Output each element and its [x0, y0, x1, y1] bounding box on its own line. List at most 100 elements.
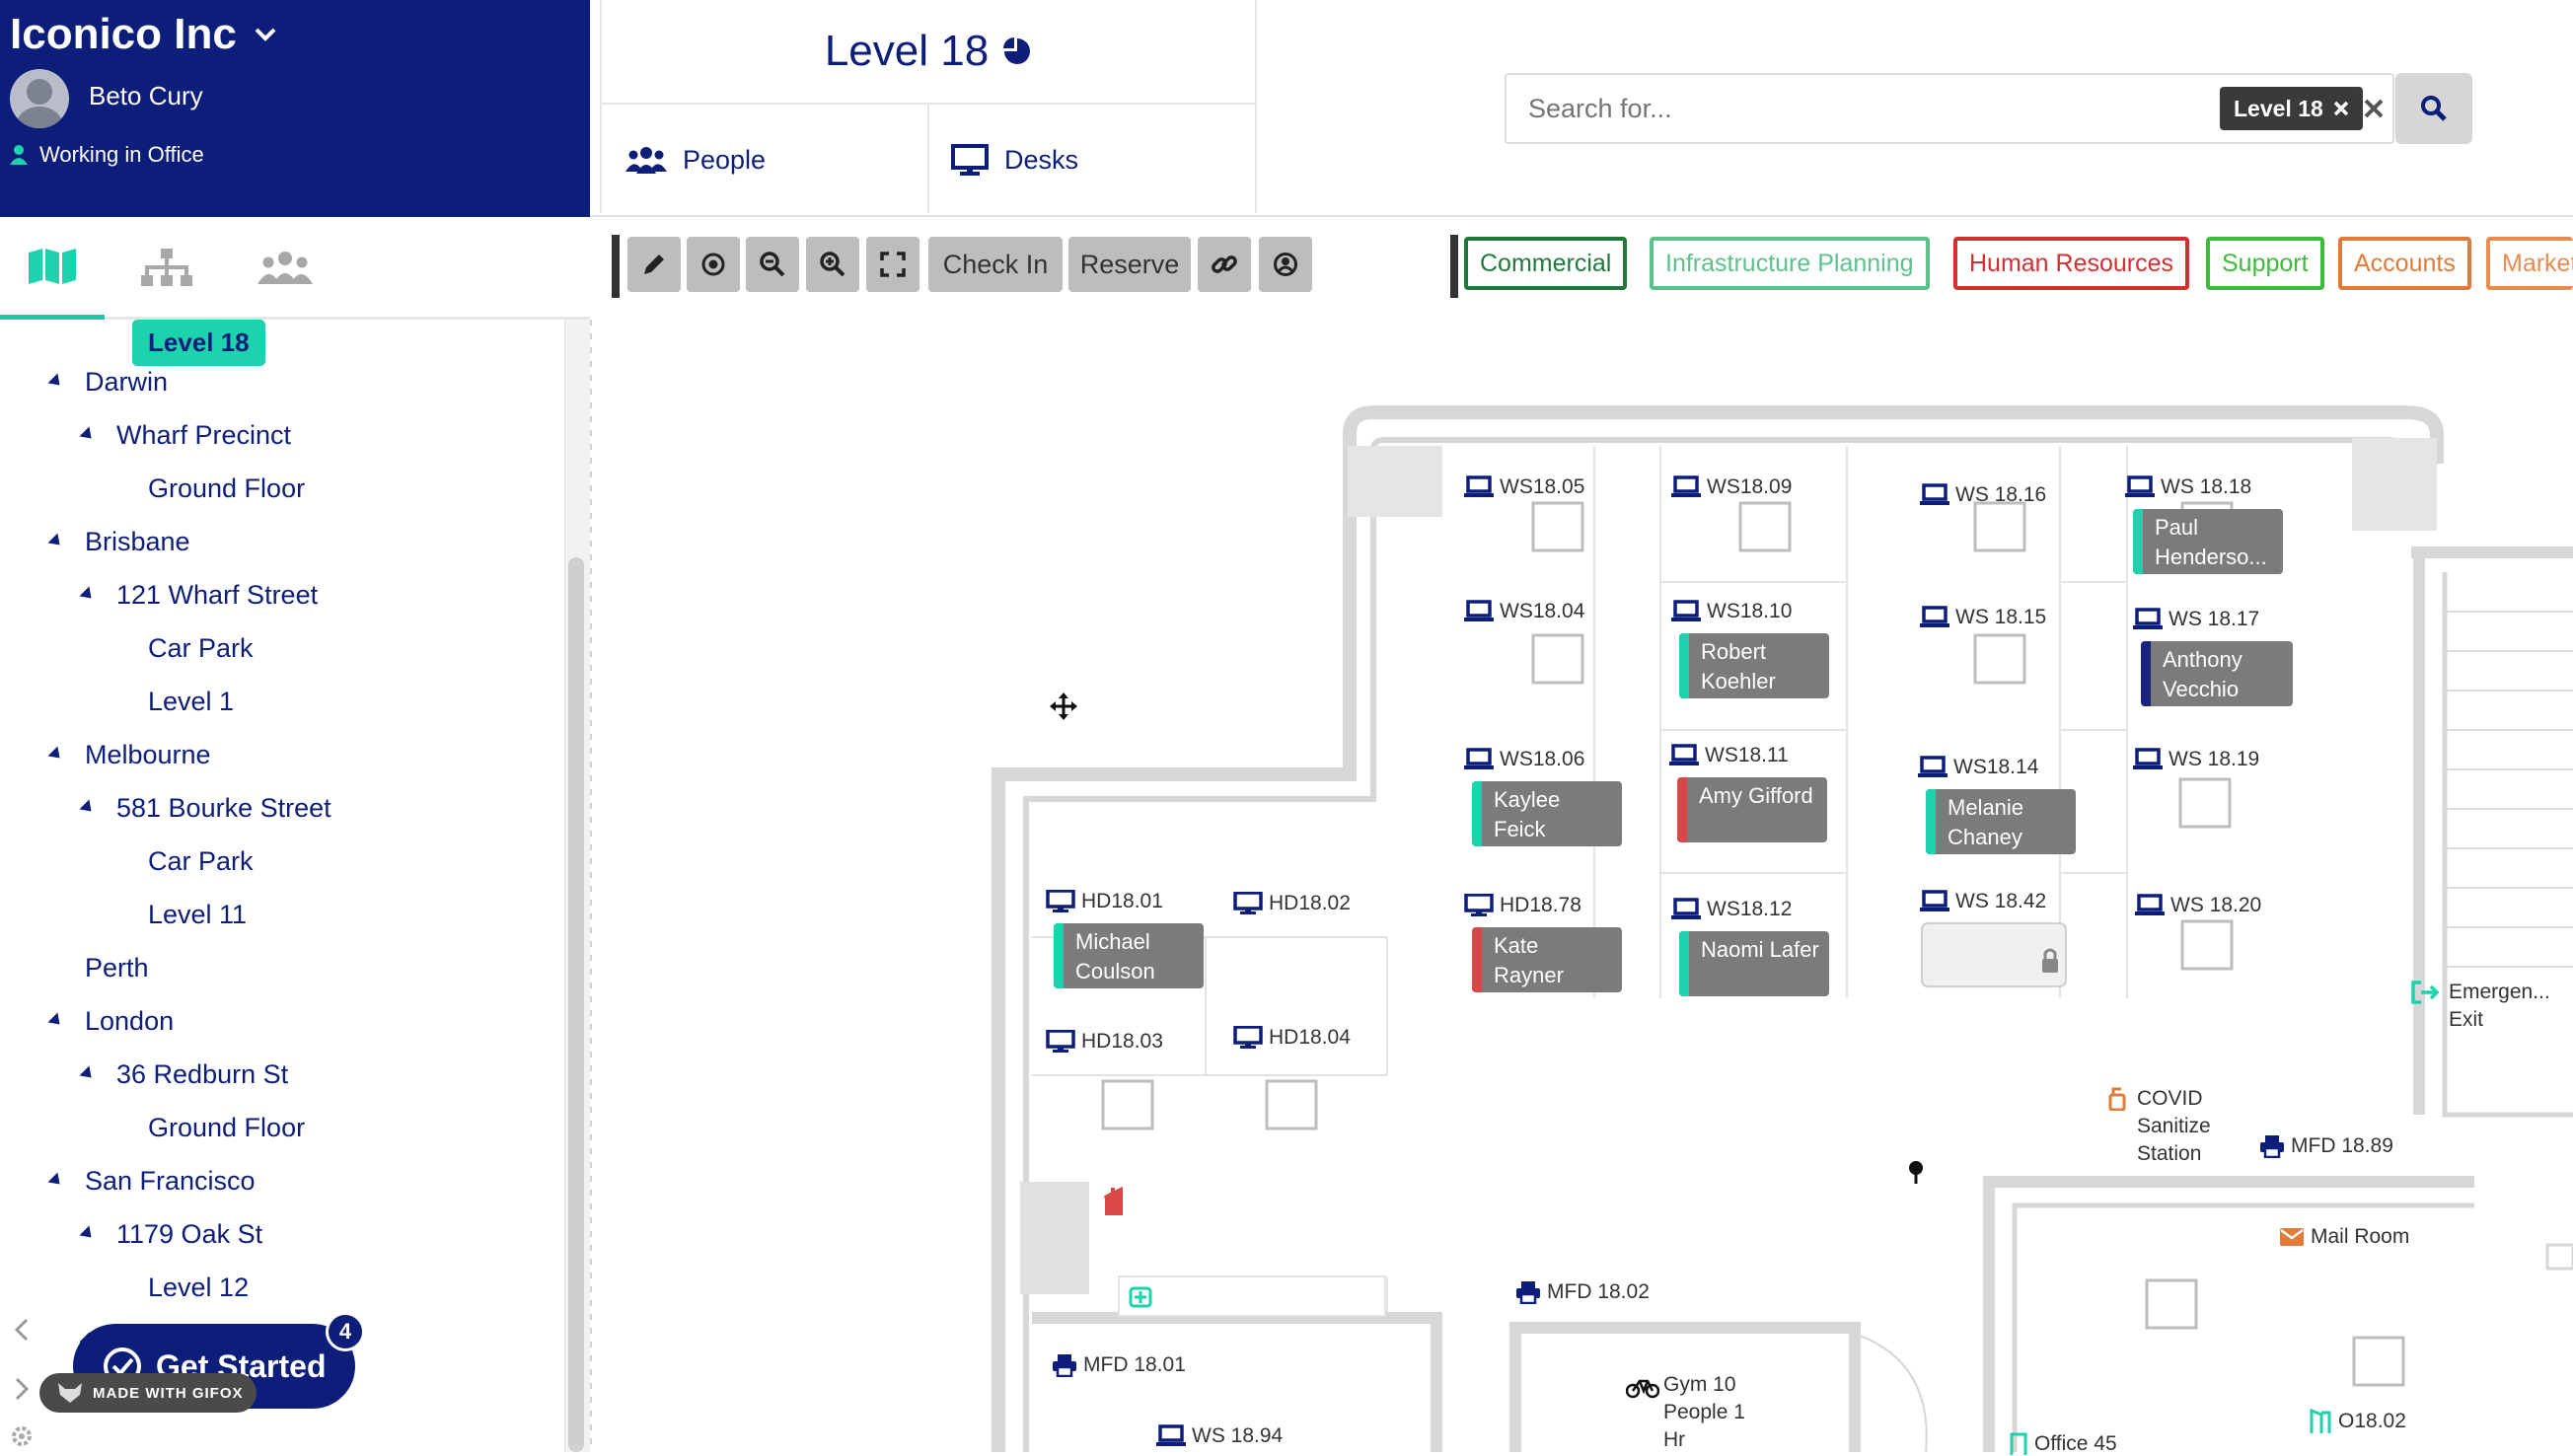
desk-label[interactable]: WS18.04: [1464, 600, 1584, 623]
tree-selected-level[interactable]: Level 18: [132, 320, 265, 366]
desk-label[interactable]: WS18.12: [1671, 898, 1792, 921]
dept-filter[interactable]: Human Resources: [1953, 237, 2190, 290]
person-card[interactable]: Naomi Lafer: [1679, 931, 1829, 996]
reserve-button[interactable]: Reserve: [1068, 237, 1191, 292]
dept-filter[interactable]: Infrastructure Planning: [1650, 237, 1930, 290]
desk-label[interactable]: HD18.03: [1046, 1030, 1163, 1054]
fullscreen-button[interactable]: [866, 237, 919, 292]
check-in-button[interactable]: Check In: [928, 237, 1063, 292]
expand-caret-icon[interactable]: [79, 1065, 97, 1083]
office-o1802[interactable]: O18.02: [2309, 1409, 2406, 1434]
person-card[interactable]: Amy Gifford: [1677, 777, 1827, 842]
tree-item[interactable]: Level 1: [0, 687, 552, 722]
expand-caret-icon[interactable]: [79, 799, 97, 817]
desk-label[interactable]: WS18.14: [1918, 756, 2038, 779]
chevron-left-icon[interactable]: [14, 1318, 30, 1342]
dept-filter[interactable]: Commercial: [1464, 237, 1628, 290]
zoom-out-button[interactable]: [746, 237, 799, 292]
user-name[interactable]: Beto Cury: [89, 81, 203, 110]
desk-label[interactable]: HD18.01: [1046, 890, 1163, 913]
locate-button[interactable]: [687, 237, 740, 292]
close-icon[interactable]: [2333, 101, 2349, 116]
desk-label[interactable]: WS 18.17: [2133, 608, 2259, 631]
user-profile-button[interactable]: [1259, 237, 1312, 292]
desk-label[interactable]: WS18.06: [1464, 748, 1584, 771]
tree-item[interactable]: San Francisco: [0, 1166, 552, 1201]
expand-caret-icon[interactable]: [79, 426, 97, 444]
printer-mfd-1889[interactable]: MFD 18.89: [2259, 1134, 2393, 1158]
desk-label[interactable]: HD18.78: [1464, 894, 1581, 917]
mail-room[interactable]: Mail Room: [2279, 1225, 2409, 1249]
person-card[interactable]: Melanie Chaney: [1926, 789, 2076, 854]
desk-label[interactable]: WS18.11: [1669, 744, 1789, 767]
person-card[interactable]: Paul Henderso...: [2133, 509, 2283, 574]
tree-item[interactable]: Car Park: [0, 633, 552, 669]
tree-item[interactable]: Wharf Precinct: [0, 420, 552, 456]
gear-icon[interactable]: [10, 1424, 34, 1448]
desk-label[interactable]: WS 18.19: [2133, 748, 2259, 771]
tree-item[interactable]: Ground Floor: [0, 1113, 552, 1148]
covid-station[interactable]: COVID Sanitize Station: [2107, 1085, 2245, 1168]
tree-item[interactable]: Perth: [0, 953, 552, 988]
tab-org-chart[interactable]: [114, 217, 219, 320]
desk-label[interactable]: WS 18.94: [1156, 1424, 1283, 1448]
person-card[interactable]: Robert Koehler: [1679, 633, 1829, 698]
tree-item[interactable]: 1179 Oak St: [0, 1219, 552, 1255]
desk-label[interactable]: WS18.10: [1671, 600, 1792, 623]
person-card[interactable]: Anthony Vecchio: [2141, 641, 2293, 706]
tree-item[interactable]: 121 Wharf Street: [0, 580, 552, 616]
desk-label[interactable]: WS 18.42: [1920, 890, 2046, 913]
tab-desks-view[interactable]: Desks: [951, 105, 1078, 215]
tree-item[interactable]: Brisbane: [0, 527, 552, 562]
link-button[interactable]: [1198, 237, 1251, 292]
dept-filter[interactable]: Accounts: [2338, 237, 2471, 290]
person-card[interactable]: Kate Rayner: [1472, 927, 1622, 992]
chevron-right-icon[interactable]: [14, 1377, 30, 1401]
expand-caret-icon[interactable]: [47, 1172, 65, 1190]
tree-item[interactable]: Level 11: [0, 900, 552, 935]
printer-mfd-1802[interactable]: MFD 18.02: [1515, 1280, 1650, 1304]
gym[interactable]: Gym 10 People 1 Hr: [1626, 1371, 1764, 1454]
edit-button[interactable]: [627, 237, 681, 292]
emergency-exit[interactable]: Emergen... Exit: [2411, 979, 2569, 1034]
search-input[interactable]: [1526, 75, 2079, 142]
tab-map[interactable]: [0, 217, 105, 320]
floorplan-map[interactable]: [592, 316, 2573, 1452]
pie-chart-icon[interactable]: [1002, 36, 1032, 66]
expand-caret-icon[interactable]: [47, 533, 65, 550]
search-button[interactable]: [2395, 73, 2472, 144]
expand-caret-icon[interactable]: [47, 1012, 65, 1030]
desk-label[interactable]: WS 18.16: [1920, 483, 2046, 507]
work-status[interactable]: Working in Office: [10, 142, 204, 168]
desk-label[interactable]: WS 18.18: [2125, 475, 2251, 499]
desk-label[interactable]: WS 18.15: [1920, 606, 2046, 629]
desk-label[interactable]: WS 18.20: [2135, 894, 2261, 917]
tree-item[interactable]: 36 Redburn St: [0, 1059, 552, 1095]
zoom-in-button[interactable]: [806, 237, 859, 292]
tab-people[interactable]: [233, 217, 337, 320]
expand-caret-icon[interactable]: [47, 746, 65, 764]
desk-label[interactable]: WS18.09: [1671, 475, 1792, 499]
search-clear-button[interactable]: [2356, 87, 2391, 130]
tree-item[interactable]: Darwin: [0, 367, 552, 402]
tab-people-view[interactable]: People: [625, 105, 766, 215]
tree-scroll-thumb[interactable]: [568, 557, 584, 1452]
desk-label[interactable]: HD18.04: [1233, 1026, 1351, 1050]
printer-mfd-1801[interactable]: MFD 18.01: [1052, 1353, 1186, 1377]
tree-item[interactable]: London: [0, 1006, 552, 1042]
tree-item[interactable]: Car Park: [0, 846, 552, 882]
dept-filter[interactable]: Marketing: [2486, 237, 2573, 290]
tree-item[interactable]: Melbourne: [0, 740, 552, 775]
expand-caret-icon[interactable]: [47, 373, 65, 391]
desk-label[interactable]: HD18.02: [1233, 892, 1351, 915]
expand-caret-icon[interactable]: [79, 1225, 97, 1243]
person-card[interactable]: Kaylee Feick: [1472, 781, 1622, 846]
company-switcher[interactable]: Iconico Inc: [10, 10, 276, 59]
tree-item[interactable]: 581 Bourke Street: [0, 793, 552, 829]
dept-filter[interactable]: Support: [2206, 237, 2324, 290]
desk-label[interactable]: WS18.05: [1464, 475, 1584, 499]
avatar[interactable]: [10, 69, 69, 128]
tree-item[interactable]: Level 12: [0, 1273, 552, 1308]
person-card[interactable]: Michael Coulson: [1054, 923, 1204, 988]
tree-item[interactable]: Ground Floor: [0, 473, 552, 509]
